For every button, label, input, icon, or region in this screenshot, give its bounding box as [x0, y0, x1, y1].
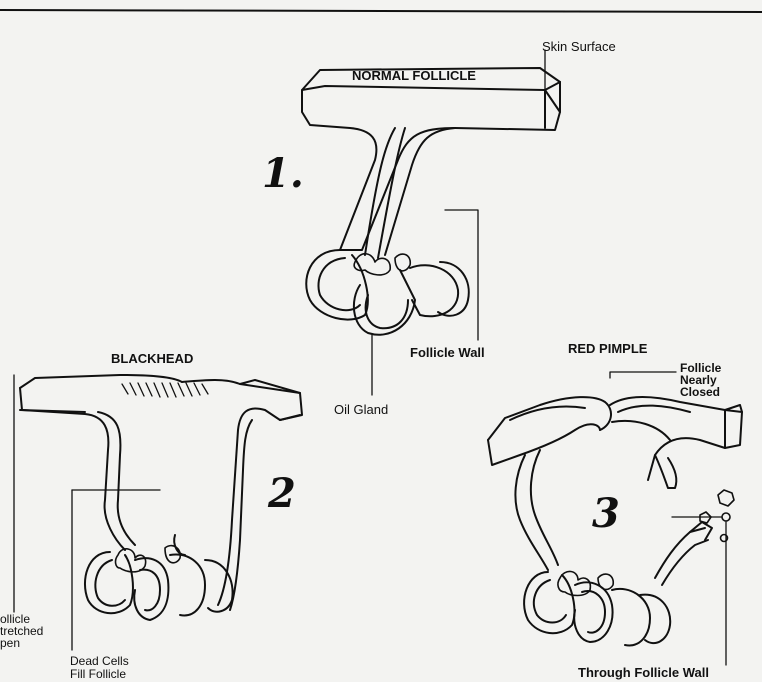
panel-2-label-follicle-stretched: ollicle tretched pen: [0, 613, 43, 649]
panel-3-number: 3: [592, 490, 620, 537]
follicle-2-left-wall: [98, 412, 135, 545]
oil-gland-1c: [410, 265, 458, 316]
panel-1-label-follicle-wall: Follicle Wall: [410, 346, 485, 360]
panel-1-title: NORMAL FOLLICLE: [352, 69, 476, 83]
panel-1-label-skin-surface: Skin Surface: [542, 40, 616, 54]
skin-slab-2-left: [20, 375, 182, 388]
skin-slab-3-left: [488, 397, 611, 440]
blackhead-plug: [122, 383, 208, 397]
oil-gland-2b: [134, 558, 168, 620]
oil-gland-1b: [354, 270, 415, 335]
ruptured-wall: [655, 455, 676, 488]
panel-3-label-follicle-nearly-closed: Follicle Nearly Closed: [680, 362, 721, 398]
panel-2-blackhead-drawing: [14, 375, 302, 650]
panel-3-label-through-follicle-wall: Through Follicle Wall: [578, 666, 709, 680]
panel-1-normal-follicle-drawing: [302, 50, 560, 395]
panel-1-number: 1.: [262, 150, 304, 197]
oil-gland-2c: [170, 555, 205, 616]
follicle-channel-1: [385, 128, 455, 255]
escaping-particle-1: [718, 490, 734, 506]
panel-1-label-oil-gland: Oil Gland: [334, 403, 388, 417]
panel-2-number: 2: [268, 470, 296, 517]
escaping-particle-3: [722, 513, 730, 521]
panel-3-title: RED PIMPLE: [568, 342, 647, 356]
oil-gland-3c: [612, 589, 650, 646]
skin-slab-1: [302, 86, 560, 250]
leader-follicle-nearly-closed: [610, 372, 676, 378]
panel-2-title: BLACKHEAD: [111, 352, 193, 366]
page-top-rule: [0, 10, 762, 12]
broken-follicle-arm: [655, 528, 708, 585]
panel-2-label-dead-cells: Dead Cells Fill Follicle: [70, 655, 129, 681]
